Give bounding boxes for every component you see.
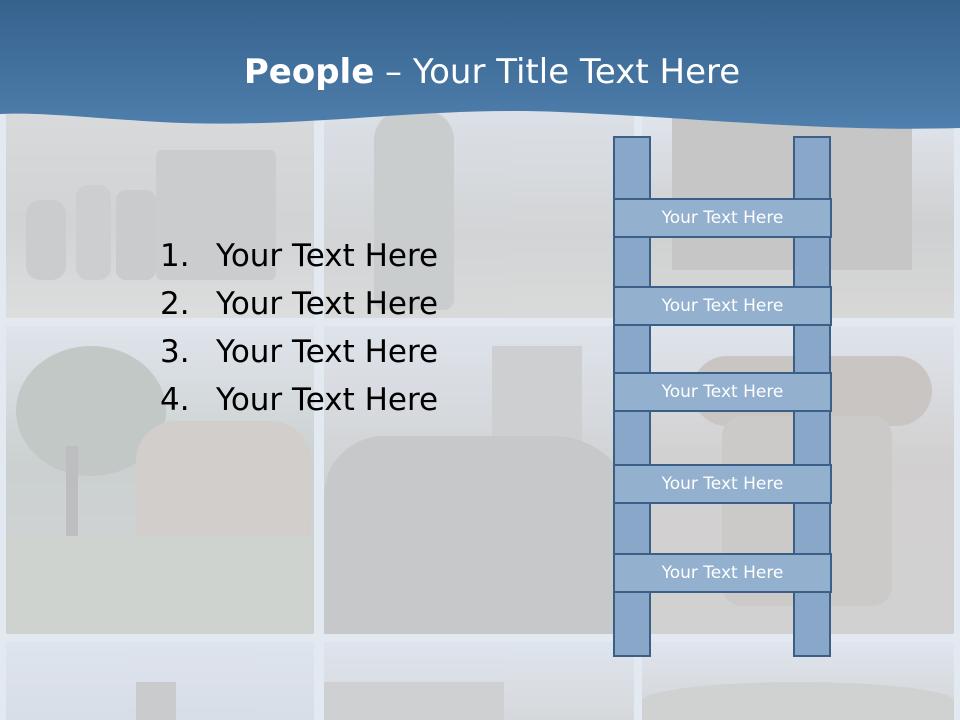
- ladder-right-rail-segment: [793, 324, 831, 376]
- list-item-number: 4.: [160, 382, 190, 418]
- photo-tile-church-tree: [6, 326, 314, 634]
- ladder-left-rail-segment: [613, 410, 651, 466]
- ladder-left-rail-segment: [613, 236, 651, 288]
- slide-title: People – Your Title Text Here: [0, 52, 960, 92]
- photo-tile-tower-rocks: [324, 326, 634, 634]
- ladder-right-rail-segment: [793, 502, 831, 556]
- photo-tile-bell-tower: [6, 642, 314, 720]
- ladder-rung-3: Your Text Here: [613, 372, 832, 412]
- ladder-rung-4: Your Text Here: [613, 464, 832, 504]
- ladder-left-rail-segment: [613, 591, 651, 657]
- list-item: 4. Your Text Here: [160, 376, 438, 424]
- photo-tile-chapel: [324, 642, 634, 720]
- ladder-right-rail-segment: [793, 591, 831, 657]
- ladder-rung-2: Your Text Here: [613, 286, 832, 326]
- list-item-text: Your Text Here: [216, 382, 439, 418]
- photo-tile-menhir: [324, 110, 634, 318]
- list-item-text: Your Text Here: [216, 238, 439, 274]
- list-item-text: Your Text Here: [216, 334, 439, 370]
- list-item-text: Your Text Here: [216, 286, 439, 322]
- ladder-rung-5: Your Text Here: [613, 553, 832, 593]
- photo-tile-standing-stones: [6, 110, 314, 318]
- header-wave: [0, 0, 960, 129]
- list-item: 3. Your Text Here: [160, 328, 438, 376]
- ladder-left-rail-segment: [613, 324, 651, 376]
- ladder-right-rail-segment: [793, 236, 831, 288]
- list-item: 1. Your Text Here: [160, 232, 438, 280]
- list-item-number: 1.: [160, 238, 190, 274]
- list-item: 2. Your Text Here: [160, 280, 438, 328]
- ladder-right-rail-segment: [793, 136, 831, 200]
- ladder-rung-1: Your Text Here: [613, 198, 832, 238]
- slide-title-bold: People: [243, 52, 375, 92]
- list-item-number: 2.: [160, 286, 190, 322]
- ladder-left-rail-segment: [613, 136, 651, 200]
- numbered-list: 1. Your Text Here 2. Your Text Here 3. Your…: [160, 232, 438, 424]
- ladder-right-rail-segment: [793, 410, 831, 466]
- slide-title-rest: – Your Title Text Here: [374, 52, 741, 92]
- list-item-number: 3.: [160, 334, 190, 370]
- ladder-left-rail-segment: [613, 502, 651, 556]
